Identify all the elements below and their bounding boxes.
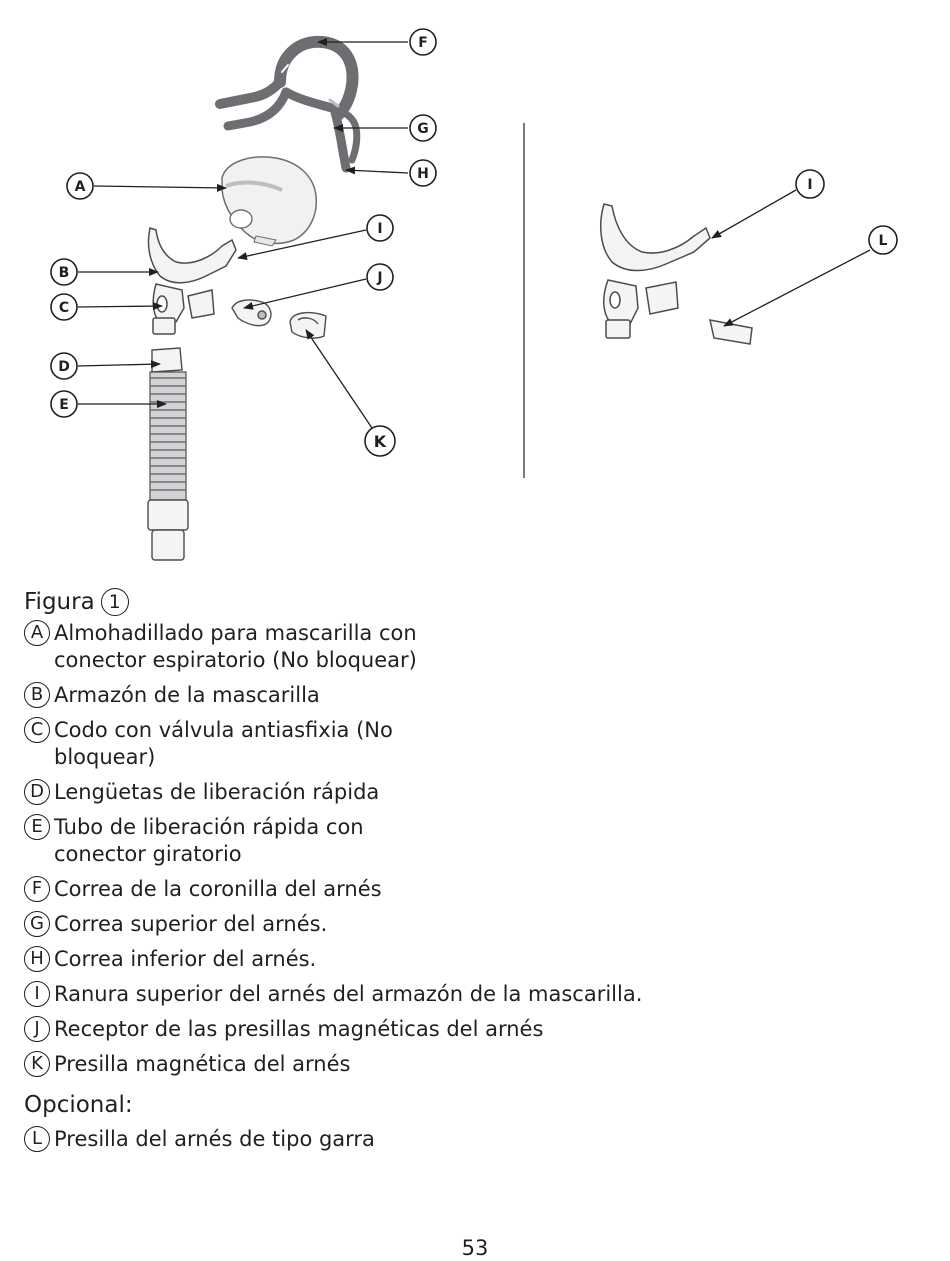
legend-text: Correa de la coronilla del arnés xyxy=(54,877,382,901)
svg-text:I: I xyxy=(377,221,382,237)
svg-text:C: C xyxy=(59,300,69,316)
tube-illustration xyxy=(147,347,189,561)
svg-text:A: A xyxy=(75,179,86,195)
callout-d: D xyxy=(50,352,78,380)
svg-text:I: I xyxy=(807,177,812,193)
mask-parts-figure: F G H A I B J C D E K I L xyxy=(50,28,898,561)
legend-letter: K xyxy=(24,1051,50,1077)
legend-letter: J xyxy=(24,1016,50,1042)
figure-title: Figura 1 xyxy=(24,588,924,616)
callout-f: F xyxy=(409,28,437,56)
leader-lines xyxy=(77,38,871,429)
callout-h: H xyxy=(409,159,437,187)
legend-letter: B xyxy=(24,682,50,708)
legend-letter: F xyxy=(24,876,50,902)
legend-text: Receptor de las presillas magnéticas del… xyxy=(54,1017,544,1041)
legend-text: Correa inferior del arnés. xyxy=(54,947,317,971)
legend-text: Lengüetas de liberación rápida xyxy=(54,780,380,804)
page-number: 53 xyxy=(461,1236,489,1260)
callout-b: B xyxy=(50,258,78,286)
callout-e: E xyxy=(50,390,78,418)
legend-letter: L xyxy=(24,1126,50,1152)
svg-text:G: G xyxy=(417,121,429,137)
cushion-illustration xyxy=(221,156,318,247)
callout-l: L xyxy=(868,225,898,255)
svg-text:K: K xyxy=(374,432,387,451)
callout-a: A xyxy=(66,172,94,200)
mask-frame-right-illustration xyxy=(599,203,753,345)
legend-text: Codo con válvula antiasfixia (No bloquea… xyxy=(54,718,393,769)
callout-i: I xyxy=(366,214,394,242)
legend-letter: E xyxy=(24,814,50,840)
svg-text:F: F xyxy=(418,35,428,51)
legend-letter: D xyxy=(24,779,50,805)
figure-number: 1 xyxy=(100,588,129,616)
figure-label: Figura xyxy=(24,589,95,615)
legend-letter: H xyxy=(24,946,50,972)
legend-letter: A xyxy=(24,620,50,646)
svg-text:L: L xyxy=(879,233,888,249)
callout-i-right: I xyxy=(795,169,825,199)
headgear-illustration xyxy=(215,35,361,173)
svg-text:J: J xyxy=(376,270,382,286)
legend-letter: C xyxy=(24,717,50,743)
magnetic-clip-illustration xyxy=(289,311,327,339)
callout-k: K xyxy=(364,425,396,457)
legend-text: Presilla magnética del arnés xyxy=(54,1052,351,1076)
svg-text:B: B xyxy=(59,265,70,281)
callout-g: G xyxy=(409,114,437,142)
callout-j: J xyxy=(366,263,394,291)
callout-labels: F G H A I B J C D E K I L xyxy=(50,28,898,457)
legend-text: Correa superior del arnés. xyxy=(54,912,328,936)
svg-text:H: H xyxy=(417,166,429,182)
callout-c: C xyxy=(50,293,78,321)
svg-text:D: D xyxy=(58,359,70,375)
svg-text:E: E xyxy=(59,397,69,413)
legend-letter: G xyxy=(24,911,50,937)
legend-text: Armazón de la mascarilla xyxy=(54,683,320,707)
legend-text: Almohadillado para mascarilla con conect… xyxy=(54,621,417,672)
legend-letter: I xyxy=(24,981,50,1007)
optional-heading: Opcional: xyxy=(24,1092,133,1118)
legend-text: Ranura superior del arnés del armazón de… xyxy=(54,982,643,1006)
clip-receptor-illustration xyxy=(231,299,272,327)
legend-text: Presilla del arnés de tipo garra xyxy=(54,1127,375,1151)
mask-frame-illustration xyxy=(147,227,237,335)
legend-text: Tubo de liberación rápida con conector g… xyxy=(54,815,364,866)
